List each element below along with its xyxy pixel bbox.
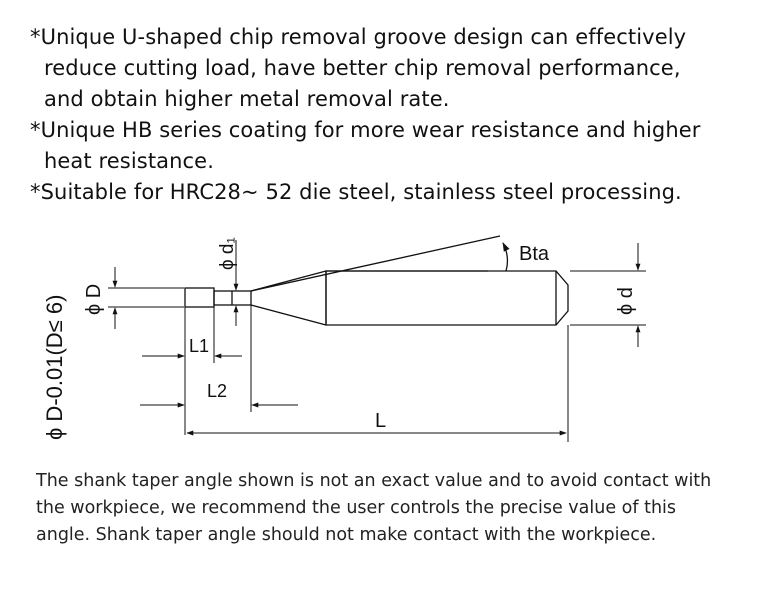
cutter-head — [184, 287, 215, 308]
dim-label-phi-d: ϕ d — [615, 287, 637, 315]
tolerance-label: ϕ D-0.01(D≤ 6) — [42, 295, 67, 440]
feature-line: and obtain higher metal removal rate. — [44, 87, 450, 111]
taper-angle-note: The shank taper angle shown is not an ex… — [36, 468, 756, 549]
note-line: the workpiece, we recommend the user con… — [36, 498, 677, 518]
shank-body — [325, 270, 569, 326]
feature-line: *Unique U-shaped chip removal groove des… — [30, 25, 687, 49]
dim-label-L: L — [375, 410, 386, 432]
dim-label-L1: L1 — [189, 336, 209, 356]
feature-line: *Suitable for HRC28~ 52 die steel, stain… — [30, 180, 682, 204]
dim-label-Bta: Bta — [519, 243, 550, 265]
shank-taper — [250, 270, 327, 326]
feature-item: *Unique HB series coating for more wear … — [30, 115, 770, 177]
dim-label-L2: L2 — [207, 381, 227, 401]
dim-label-phi-D: ϕ D — [83, 284, 105, 315]
feature-line: heat resistance. — [44, 149, 214, 173]
feature-item: *Suitable for HRC28~ 52 die steel, stain… — [30, 177, 770, 208]
feature-item: *Unique U-shaped chip removal groove des… — [30, 22, 770, 115]
feature-list: *Unique U-shaped chip removal groove des… — [30, 22, 770, 208]
dim-label-phi-d1: ϕ d₁ — [217, 237, 238, 270]
feature-line: *Unique HB series coating for more wear … — [30, 118, 701, 142]
end-mill-dimension-diagram: ϕ D-0.01(D≤ 6) — [42, 235, 646, 442]
feature-line: reduce cutting load, have better chip re… — [44, 56, 681, 80]
note-line: The shank taper angle shown is not an ex… — [36, 471, 712, 491]
note-line: angle. Shank taper angle should not make… — [36, 525, 657, 545]
